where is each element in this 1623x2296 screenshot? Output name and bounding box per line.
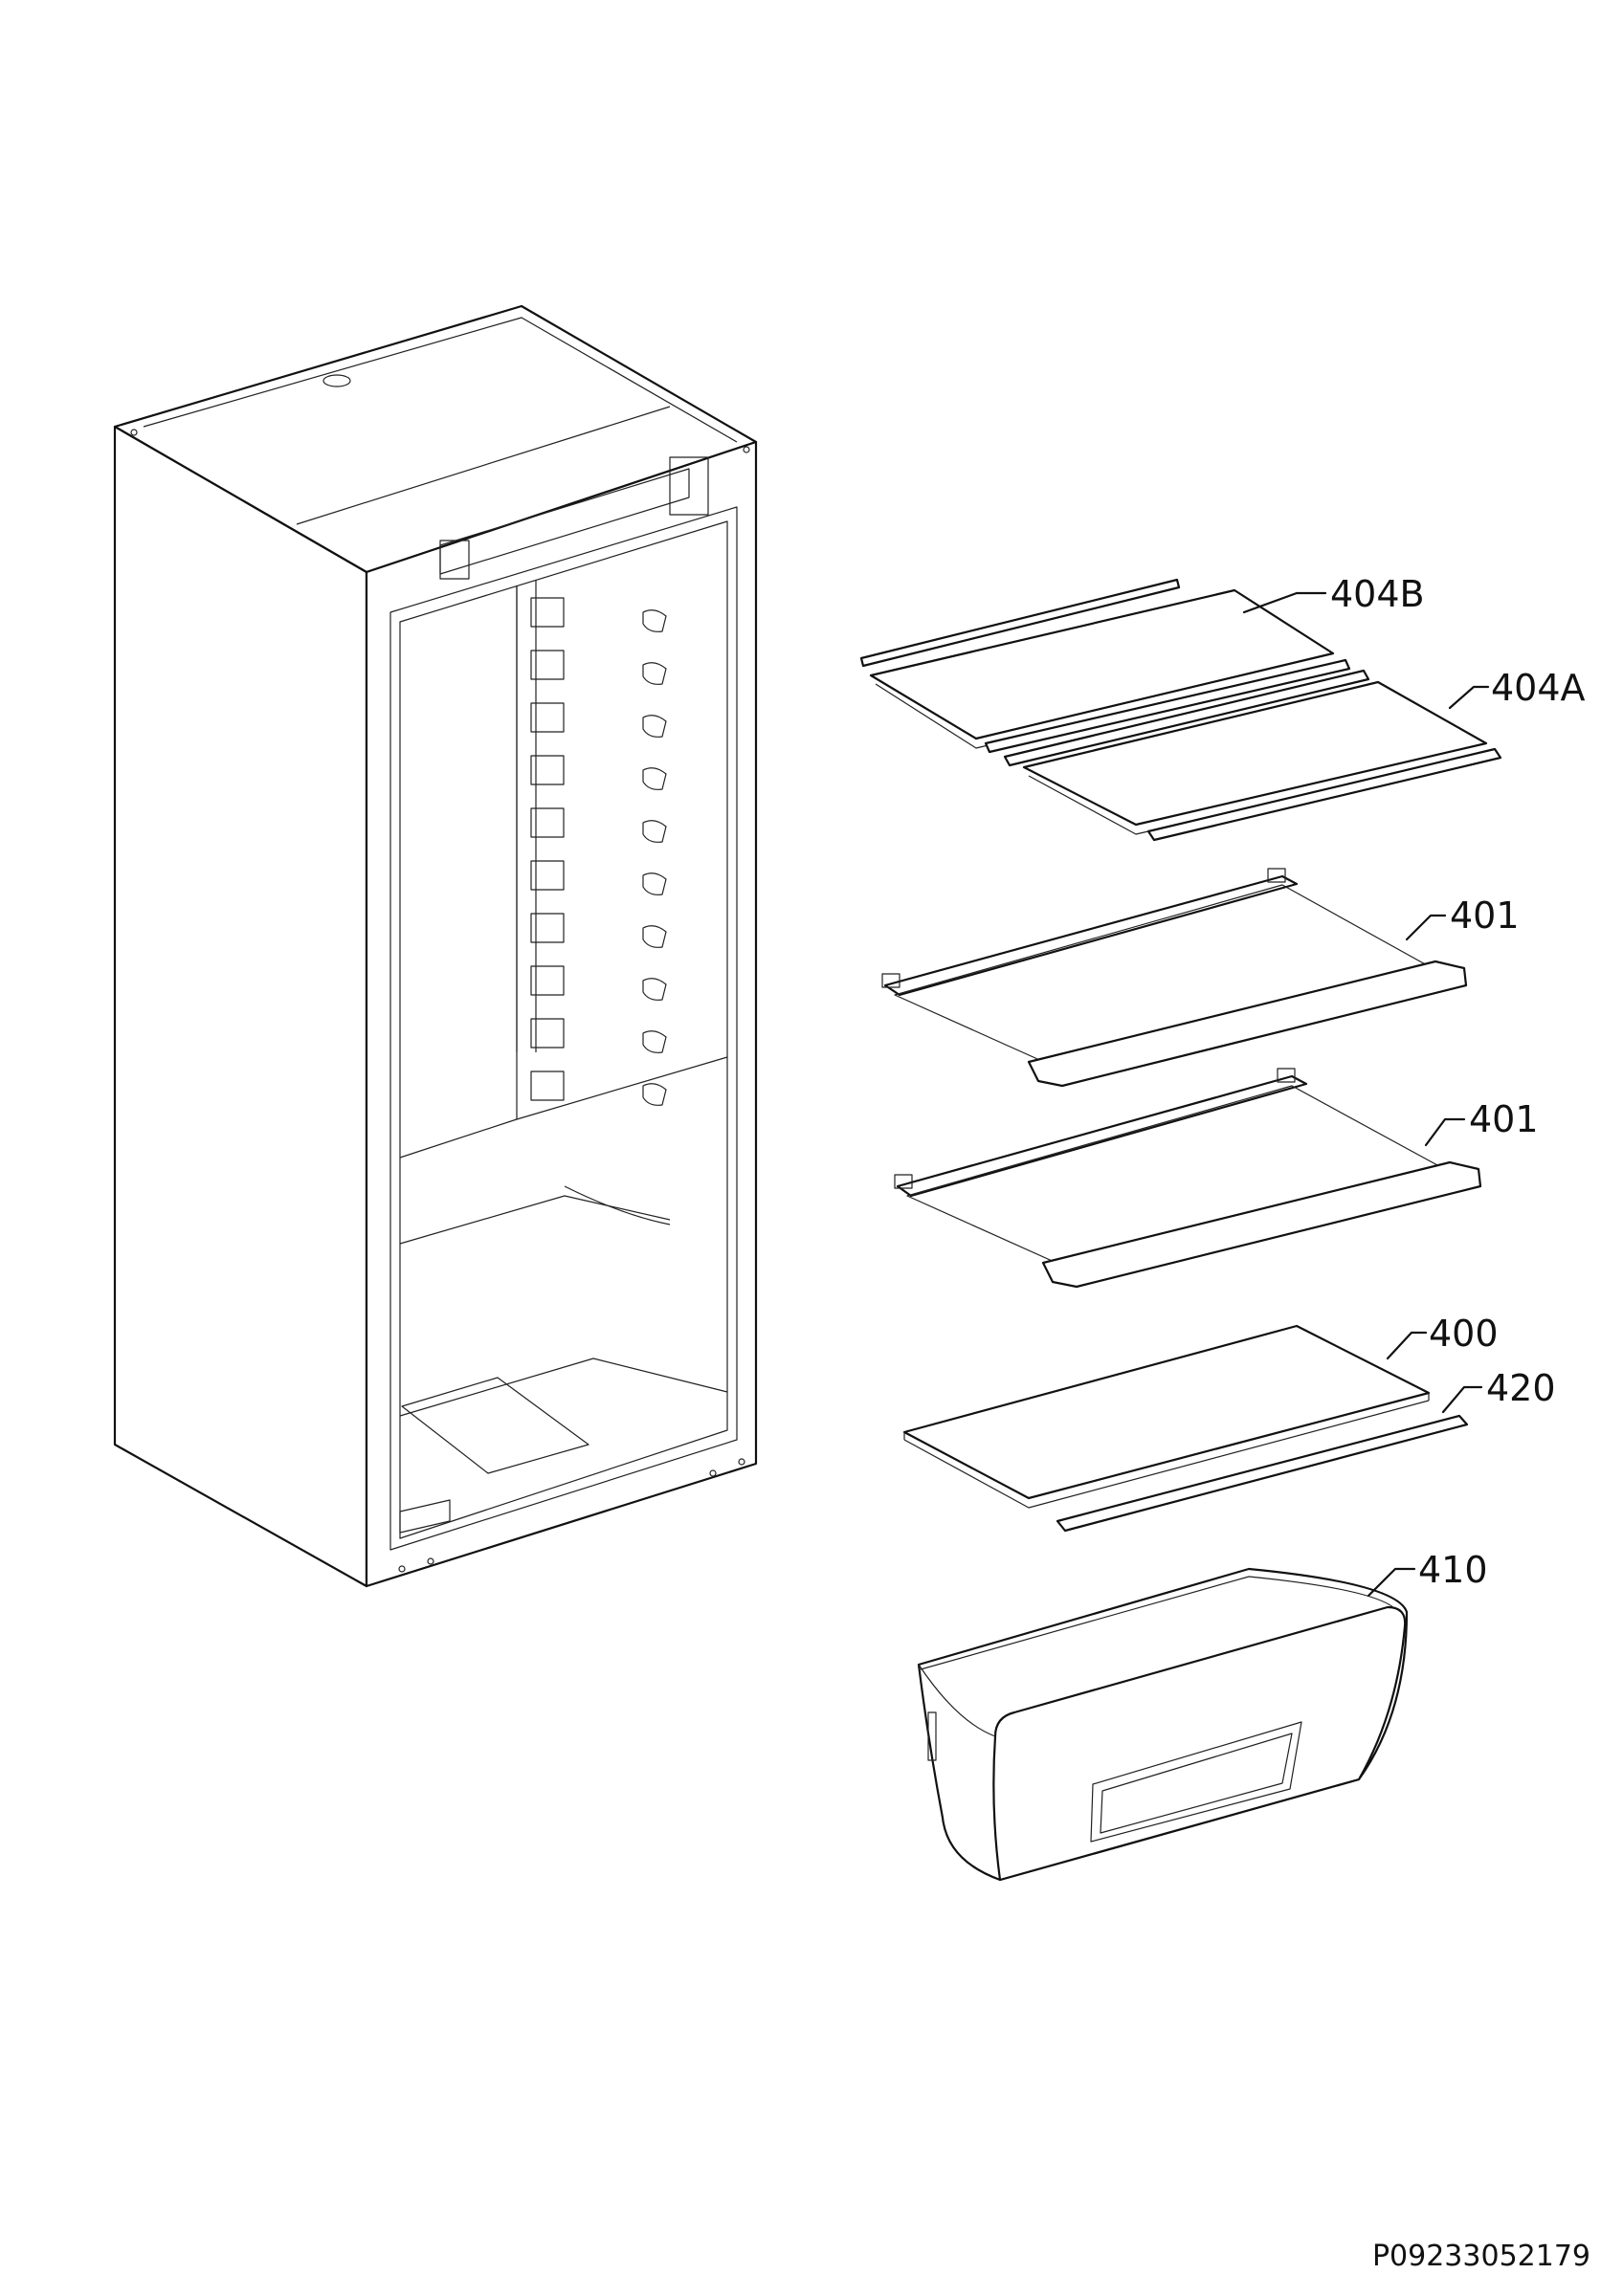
callout-label-404b: 404B bbox=[1330, 573, 1425, 615]
callout-label-400: 400 bbox=[1429, 1313, 1499, 1355]
callout-410: 410 bbox=[1367, 1549, 1488, 1598]
callout-label-410: 410 bbox=[1418, 1549, 1488, 1591]
shelf-support-column bbox=[516, 580, 565, 1101]
callout-400: 400 bbox=[1386, 1313, 1499, 1360]
refrigerator-cabinet bbox=[113, 304, 758, 1588]
part-410-crisper-drawer bbox=[917, 1567, 1409, 1882]
callout-label-420: 420 bbox=[1486, 1367, 1556, 1409]
callout-401-lower: 401 bbox=[1424, 1098, 1539, 1147]
callout-label-404a: 404A bbox=[1491, 667, 1586, 709]
callout-404a: 404A bbox=[1448, 667, 1586, 710]
part-404a-glass-shelf bbox=[1003, 669, 1502, 842]
callout-label-401-upper: 401 bbox=[1450, 894, 1520, 937]
part-401-upper-shelf bbox=[881, 868, 1468, 1088]
shelf-rests bbox=[642, 609, 667, 1106]
part-404b-glass-shelf bbox=[859, 578, 1351, 754]
part-420-strip bbox=[1056, 1414, 1469, 1533]
callout-401-upper: 401 bbox=[1405, 894, 1520, 941]
callout-420: 420 bbox=[1441, 1367, 1556, 1414]
part-401-lower-shelf bbox=[894, 1068, 1482, 1289]
callout-label-401-lower: 401 bbox=[1469, 1098, 1539, 1140]
document-code: P09233052179 bbox=[1371, 2240, 1590, 2273]
callout-404b: 404B bbox=[1242, 573, 1425, 615]
part-400-glass-plate bbox=[902, 1324, 1431, 1509]
